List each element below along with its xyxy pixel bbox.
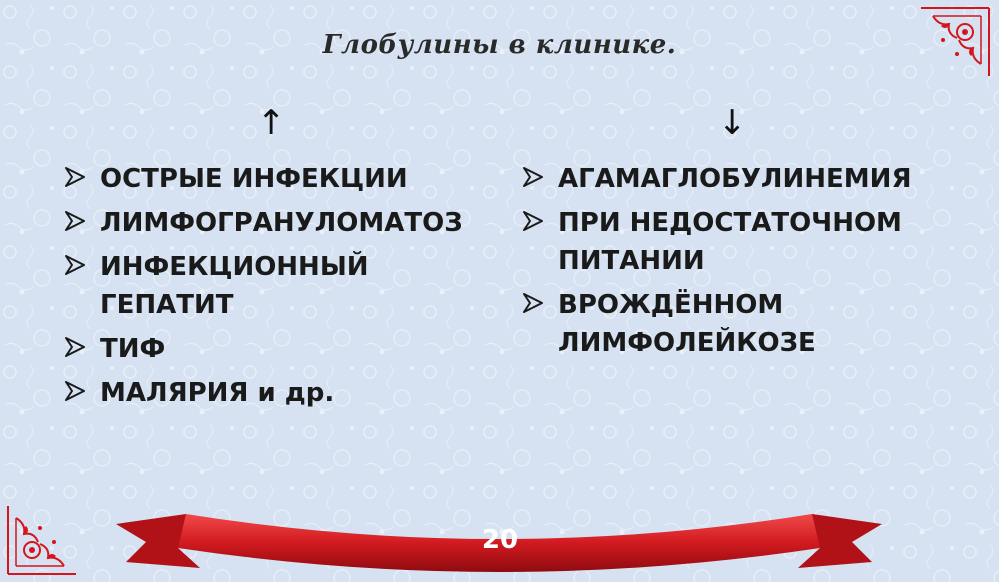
chevron-bullet-icon <box>523 167 543 187</box>
list-item-text: МАЛЯРИЯ и др. <box>100 378 335 408</box>
list-item-text: АГАМАГЛОБУЛИНЕМИЯ <box>558 164 912 194</box>
list-item-text: ИНФЕКЦИОННЫЙ ГЕПАТИТ <box>100 252 369 320</box>
increase-arrow-icon: ↑ <box>257 103 286 143</box>
list-item-text: ВРОЖДЁННОМ ЛИМФОЛЕЙКОЗЕ <box>558 290 816 358</box>
chevron-bullet-icon <box>523 211 543 231</box>
chevron-bullet-icon <box>65 255 85 275</box>
list-item: ИНФЕКЦИОННЫЙ ГЕПАТИТ <box>62 248 492 324</box>
increase-conditions-list: ОСТРЫЕ ИНФЕКЦИИ ЛИМФОГРАНУЛОМАТОЗ ИНФЕКЦ… <box>62 160 492 418</box>
list-item: АГАМАГЛОБУЛИНЕМИЯ <box>520 160 960 198</box>
chevron-bullet-icon <box>65 211 85 231</box>
page-number: 20 <box>481 525 519 555</box>
list-item: ОСТРЫЕ ИНФЕКЦИИ <box>62 160 492 198</box>
floral-corner-ornament-icon <box>921 7 990 76</box>
decrease-arrow-icon: ↓ <box>718 103 747 143</box>
list-item: ПРИ НЕДОСТАТОЧНОМ ПИТАНИИ <box>520 204 960 280</box>
list-item-text: ЛИМФОГРАНУЛОМАТОЗ <box>100 208 463 238</box>
chevron-bullet-icon <box>65 381 85 401</box>
ribbon-banner <box>116 514 882 572</box>
chevron-bullet-icon <box>65 167 85 187</box>
list-item: ВРОЖДЁННОМ ЛИМФОЛЕЙКОЗЕ <box>520 286 960 362</box>
floral-corner-ornament-icon <box>7 506 76 575</box>
list-item: МАЛЯРИЯ и др. <box>62 374 492 412</box>
list-item-text: ТИФ <box>100 334 166 364</box>
list-item: ЛИМФОГРАНУЛОМАТОЗ <box>62 204 492 242</box>
decrease-conditions-list: АГАМАГЛОБУЛИНЕМИЯ ПРИ НЕДОСТАТОЧНОМ ПИТА… <box>520 160 960 368</box>
chevron-bullet-icon <box>523 293 543 313</box>
chevron-bullet-icon <box>65 337 85 357</box>
list-item-text: ПРИ НЕДОСТАТОЧНОМ ПИТАНИИ <box>558 208 902 276</box>
list-item-text: ОСТРЫЕ ИНФЕКЦИИ <box>100 164 408 194</box>
list-item: ТИФ <box>62 330 492 368</box>
slide-title: Глобулины в клинике. <box>322 30 677 60</box>
